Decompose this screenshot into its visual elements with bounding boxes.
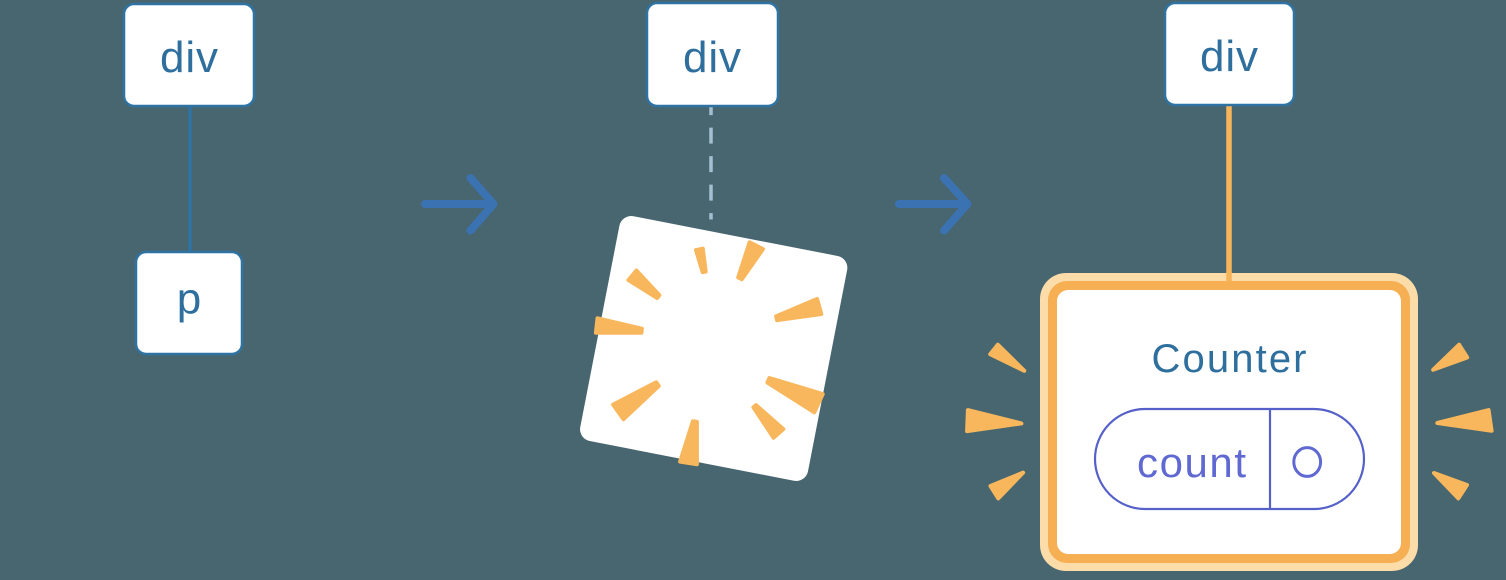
svg-text:count: count (1137, 439, 1246, 486)
svg-text:p: p (177, 275, 201, 324)
svg-text:div: div (1200, 32, 1258, 81)
svg-text:div: div (683, 33, 741, 82)
svg-text:Counter: Counter (1152, 337, 1307, 381)
svg-text:div: div (160, 33, 218, 82)
